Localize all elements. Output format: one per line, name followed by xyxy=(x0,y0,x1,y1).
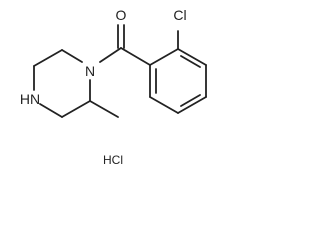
carbonyl-to-nitrogen-bond xyxy=(99,47,122,63)
amide-nitrogen-label: N xyxy=(85,63,95,79)
oxygen-atom-label: O xyxy=(116,7,127,23)
ring-bond-2 xyxy=(177,48,207,66)
chlorine-atom-label: Cl xyxy=(173,7,186,23)
salt-label: HCl xyxy=(103,153,123,167)
pip-bond-n-c6 xyxy=(61,49,83,63)
pip-bond-nh-c3 xyxy=(39,103,63,118)
piperazine-ring xyxy=(33,49,119,118)
carbonyl-to-ring-bond xyxy=(120,47,151,66)
ring-bond-5 xyxy=(149,96,179,114)
ring-inner-double-2 xyxy=(180,94,201,107)
pip-bond-c3-c2 xyxy=(61,100,91,118)
methyl-bond xyxy=(89,100,119,118)
amine-nitrogen-label: HN xyxy=(20,91,40,107)
pip-bond-c6-c5 xyxy=(33,49,63,67)
benzene-ring xyxy=(149,30,207,114)
ring-bond-1 xyxy=(149,48,179,66)
carbonyl-group xyxy=(99,24,151,66)
ring-bond-4 xyxy=(177,96,207,114)
ring-inner-double-1 xyxy=(180,55,201,68)
chemical-structure: O Cl N HN HCl xyxy=(20,7,207,167)
